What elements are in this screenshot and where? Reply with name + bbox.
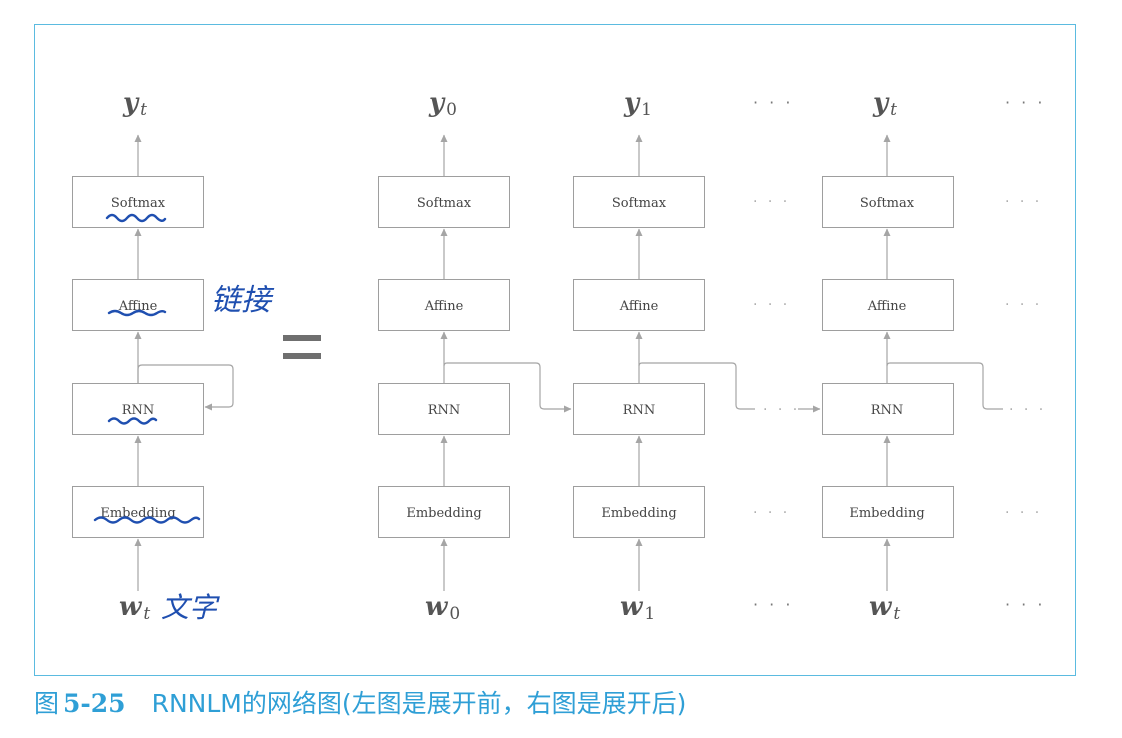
caption-text: RNNLM的网络图(左图是展开前，右图是展开后) [151, 689, 687, 718]
box-label: Softmax [111, 196, 166, 211]
ellipsis-input: · · · [753, 595, 793, 614]
ellipsis-affine: · · · [753, 297, 790, 313]
hidden-state-arrow [443, 362, 572, 413]
box-label: Affine [424, 299, 464, 314]
rnn-box: RNN [573, 383, 705, 435]
ellipsis-rnn: · · · [763, 402, 800, 418]
squiggle-rnn [107, 417, 158, 425]
handwritten-underlines [93, 213, 201, 524]
embedding-box: Embedding [72, 486, 204, 538]
softmax-box: Softmax [822, 176, 954, 228]
squiggle-affine [107, 309, 167, 317]
box-label: Embedding [100, 506, 175, 521]
box-label: Affine [619, 299, 659, 314]
softmax-box: Softmax [72, 176, 204, 228]
rnn-box: RNN [378, 383, 510, 435]
caption-number: 5-25 [63, 689, 126, 718]
box-label: Softmax [860, 196, 915, 211]
box-label: Affine [867, 299, 907, 314]
box-label: Embedding [849, 506, 924, 521]
ellipsis-embedding-end: · · · [1005, 505, 1042, 521]
hidden-state-line [886, 362, 1003, 410]
caption-label: 图 [34, 689, 60, 718]
softmax-box: Softmax [573, 176, 705, 228]
rnn-box: RNN [822, 383, 954, 435]
handwritten-annotation-text: 文字 [161, 591, 220, 624]
softmax-box: Softmax [378, 176, 510, 228]
affine-box: Affine [822, 279, 954, 331]
box-label: Softmax [417, 196, 472, 211]
hidden-state-line [638, 362, 755, 410]
ellipsis-embedding: · · · [753, 505, 790, 521]
equals-sign [283, 335, 321, 359]
box-label: Affine [118, 299, 158, 314]
ellipsis-softmax: · · · [753, 194, 790, 210]
box-label: Embedding [406, 506, 481, 521]
ellipsis-rnn-end: · · · [1009, 402, 1046, 418]
box-label: Embedding [601, 506, 676, 521]
recurrent-loop-arrow [137, 364, 234, 411]
squiggle-softmax [105, 213, 167, 223]
embedding-box: Embedding [378, 486, 510, 538]
rnn-box: RNN [72, 383, 204, 435]
affine-box: Affine [573, 279, 705, 331]
handwritten-annotation-link: 链接 [211, 283, 275, 318]
embedding-box: Embedding [822, 486, 954, 538]
box-label: RNN [428, 403, 461, 418]
box-label: RNN [122, 403, 155, 418]
affine-box: Affine [72, 279, 204, 331]
box-label: RNN [623, 403, 656, 418]
box-label: Softmax [612, 196, 667, 211]
ellipsis-affine-end: · · · [1005, 297, 1042, 313]
box-label: RNN [871, 403, 904, 418]
squiggle-embedding [93, 516, 201, 524]
embedding-box: Embedding [573, 486, 705, 538]
ellipsis-softmax-end: · · · [1005, 194, 1042, 210]
affine-box: Affine [378, 279, 510, 331]
ellipsis-input-end: · · · [1005, 595, 1045, 614]
ellipsis-output: · · · [753, 93, 793, 112]
ellipsis-output-end: · · · [1005, 93, 1045, 112]
